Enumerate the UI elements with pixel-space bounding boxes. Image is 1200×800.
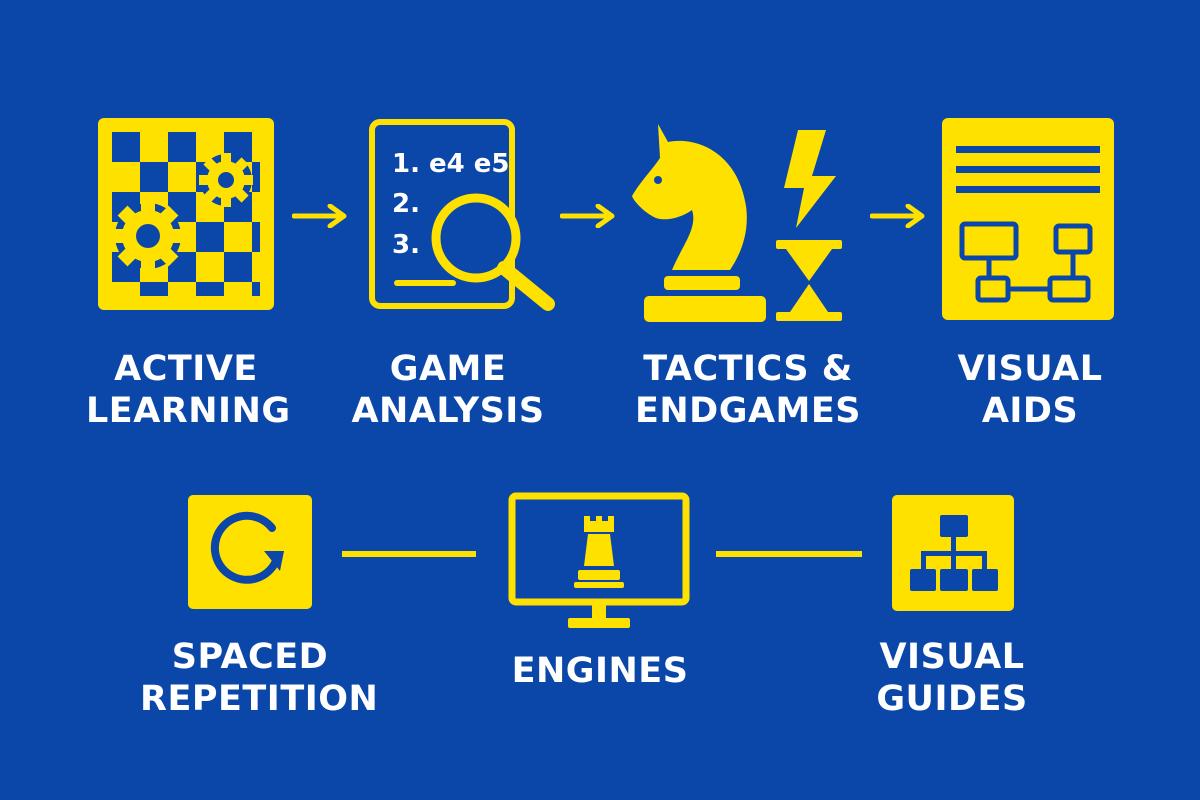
notation-line-3: 3. (392, 230, 420, 260)
monitor-rook-icon (508, 492, 690, 634)
chessboard-gears-icon (98, 118, 274, 310)
knight-lightning-hourglass-icon (628, 118, 846, 328)
notation-line-1: 1. e4 e5 (392, 149, 510, 179)
item-label-engines: ENGINES (511, 651, 689, 691)
notation-line-2: 2. (392, 189, 420, 219)
connector-line (342, 551, 476, 557)
notation-magnifier-icon (368, 118, 558, 314)
hierarchy-chart-icon (892, 495, 1014, 611)
arrow-right-icon (870, 204, 926, 228)
arrow-right-icon (560, 204, 616, 228)
step-label-tactics-endgames: TACTICS &ENDGAMES (634, 349, 861, 431)
connector-line (716, 551, 862, 557)
arrow-right-icon (292, 204, 348, 228)
document-flowchart-icon (942, 118, 1114, 320)
refresh-cycle-icon (188, 495, 312, 609)
